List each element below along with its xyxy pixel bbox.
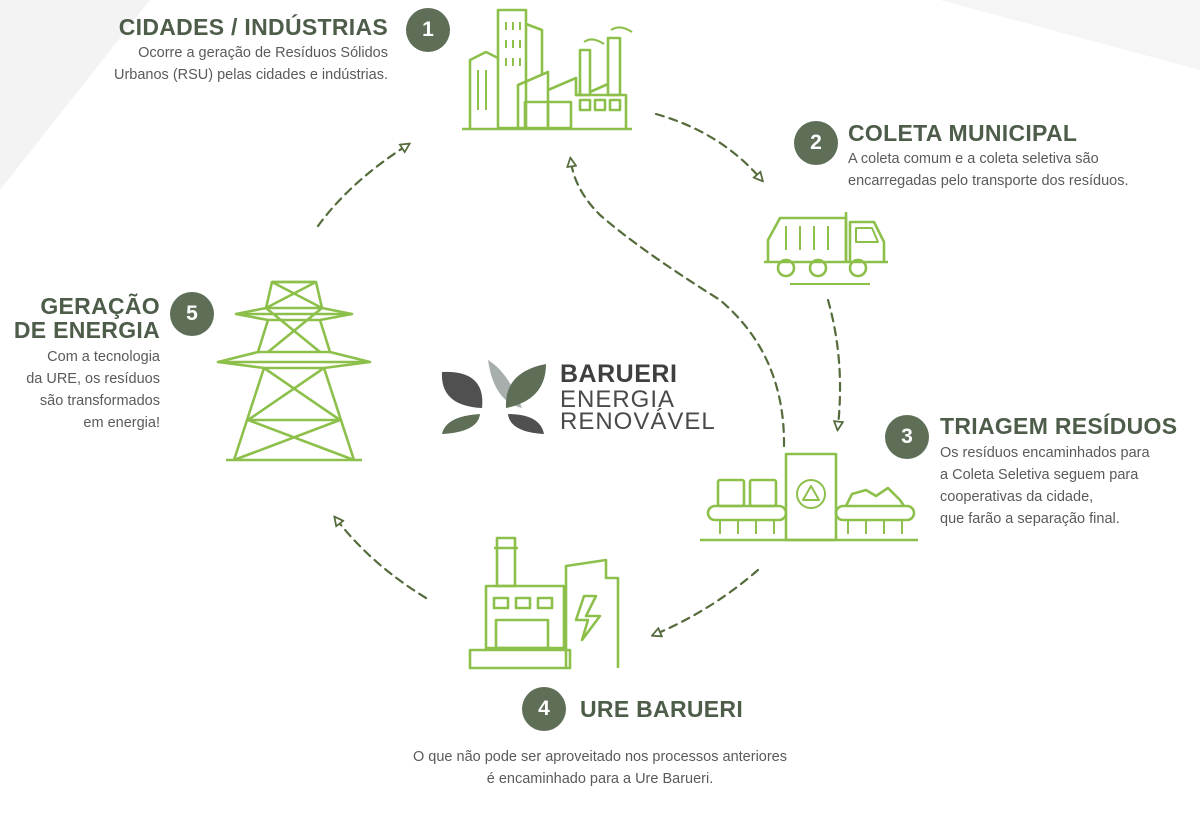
brand-line-renovavel: RENOVÁVEL	[560, 408, 716, 435]
step-2-description: A coleta comum e a coleta seletiva são e…	[848, 148, 1129, 192]
brand-line-energia: ENERGIA	[560, 386, 676, 413]
arrow-1-to-2	[654, 112, 760, 178]
step-5-title-line: GERAÇÃO	[40, 293, 160, 319]
step-4-desc-line: é encaminhado para a Ure Barueri.	[486, 771, 714, 787]
step-3-desc-line: a Coleta Seletiva seguem para	[940, 467, 1139, 483]
step-4-title: URE BARUERI	[580, 696, 744, 722]
arrow-3-to-1	[571, 162, 786, 448]
step-2-title: COLETA MUNICIPAL	[848, 120, 1078, 146]
step-1-desc-line: Ocorre a geração de Resíduos Sólidos	[138, 45, 388, 61]
arrow-4-to-5	[337, 520, 428, 600]
step-3-desc-line: que farão a separação final.	[940, 511, 1120, 527]
sorting-facility-icon	[700, 452, 918, 542]
transmission-tower-icon	[216, 280, 372, 462]
step-5-desc-line: da URE, os resíduos	[26, 371, 160, 387]
step-5-description: Com a tecnologia da URE, os resíduos são…	[26, 346, 160, 434]
leaf-logo-icon	[441, 360, 546, 434]
step-5-title: GERAÇÃO DE ENERGIA	[14, 294, 160, 342]
step-1-badge: 1	[406, 8, 450, 52]
power-plant-icon	[468, 536, 620, 670]
step-2-badge: 2	[794, 121, 838, 165]
step-4-description: O que não pode ser aproveitado nos proce…	[300, 746, 900, 790]
step-5-badge: 5	[170, 292, 214, 336]
city-factory-icon	[462, 8, 633, 131]
step-2-desc-line: encarregadas pelo transporte dos resíduo…	[848, 173, 1129, 189]
step-3-desc-line: cooperativas da cidade,	[940, 489, 1094, 505]
step-3-desc-line: Os resíduos encaminhados para	[940, 445, 1150, 461]
step-1-desc-line: Urbanos (RSU) pelas cidades e indústrias…	[113, 67, 388, 83]
step-4-desc-line: O que não pode ser aproveitado nos proce…	[412, 749, 787, 765]
step-4-badge: 4	[522, 687, 566, 731]
garbage-truck-icon	[764, 212, 888, 285]
step-3-title: TRIAGEM RESÍDUOS	[940, 413, 1178, 439]
brand-name: BARUERI	[560, 360, 678, 388]
step-1-description: Ocorre a geração de Resíduos Sólidos Urb…	[114, 42, 388, 86]
arrow-5-to-1	[316, 146, 406, 228]
arrow-2-to-3	[826, 298, 840, 426]
step-5-desc-line: Com a tecnologia	[47, 349, 160, 365]
arrow-3-to-4	[656, 568, 760, 634]
step-5-title-line: DE ENERGIA	[13, 317, 160, 343]
step-3-description: Os resíduos encaminhados para a Coleta S…	[940, 442, 1150, 530]
step-5-desc-line: em energia!	[83, 415, 160, 431]
step-1-title: CIDADES / INDÚSTRIAS	[118, 14, 388, 40]
step-5-desc-line: são transformados	[39, 393, 160, 409]
step-3-badge: 3	[885, 415, 929, 459]
step-2-desc-line: A coleta comum e a coleta seletiva são	[848, 151, 1099, 167]
